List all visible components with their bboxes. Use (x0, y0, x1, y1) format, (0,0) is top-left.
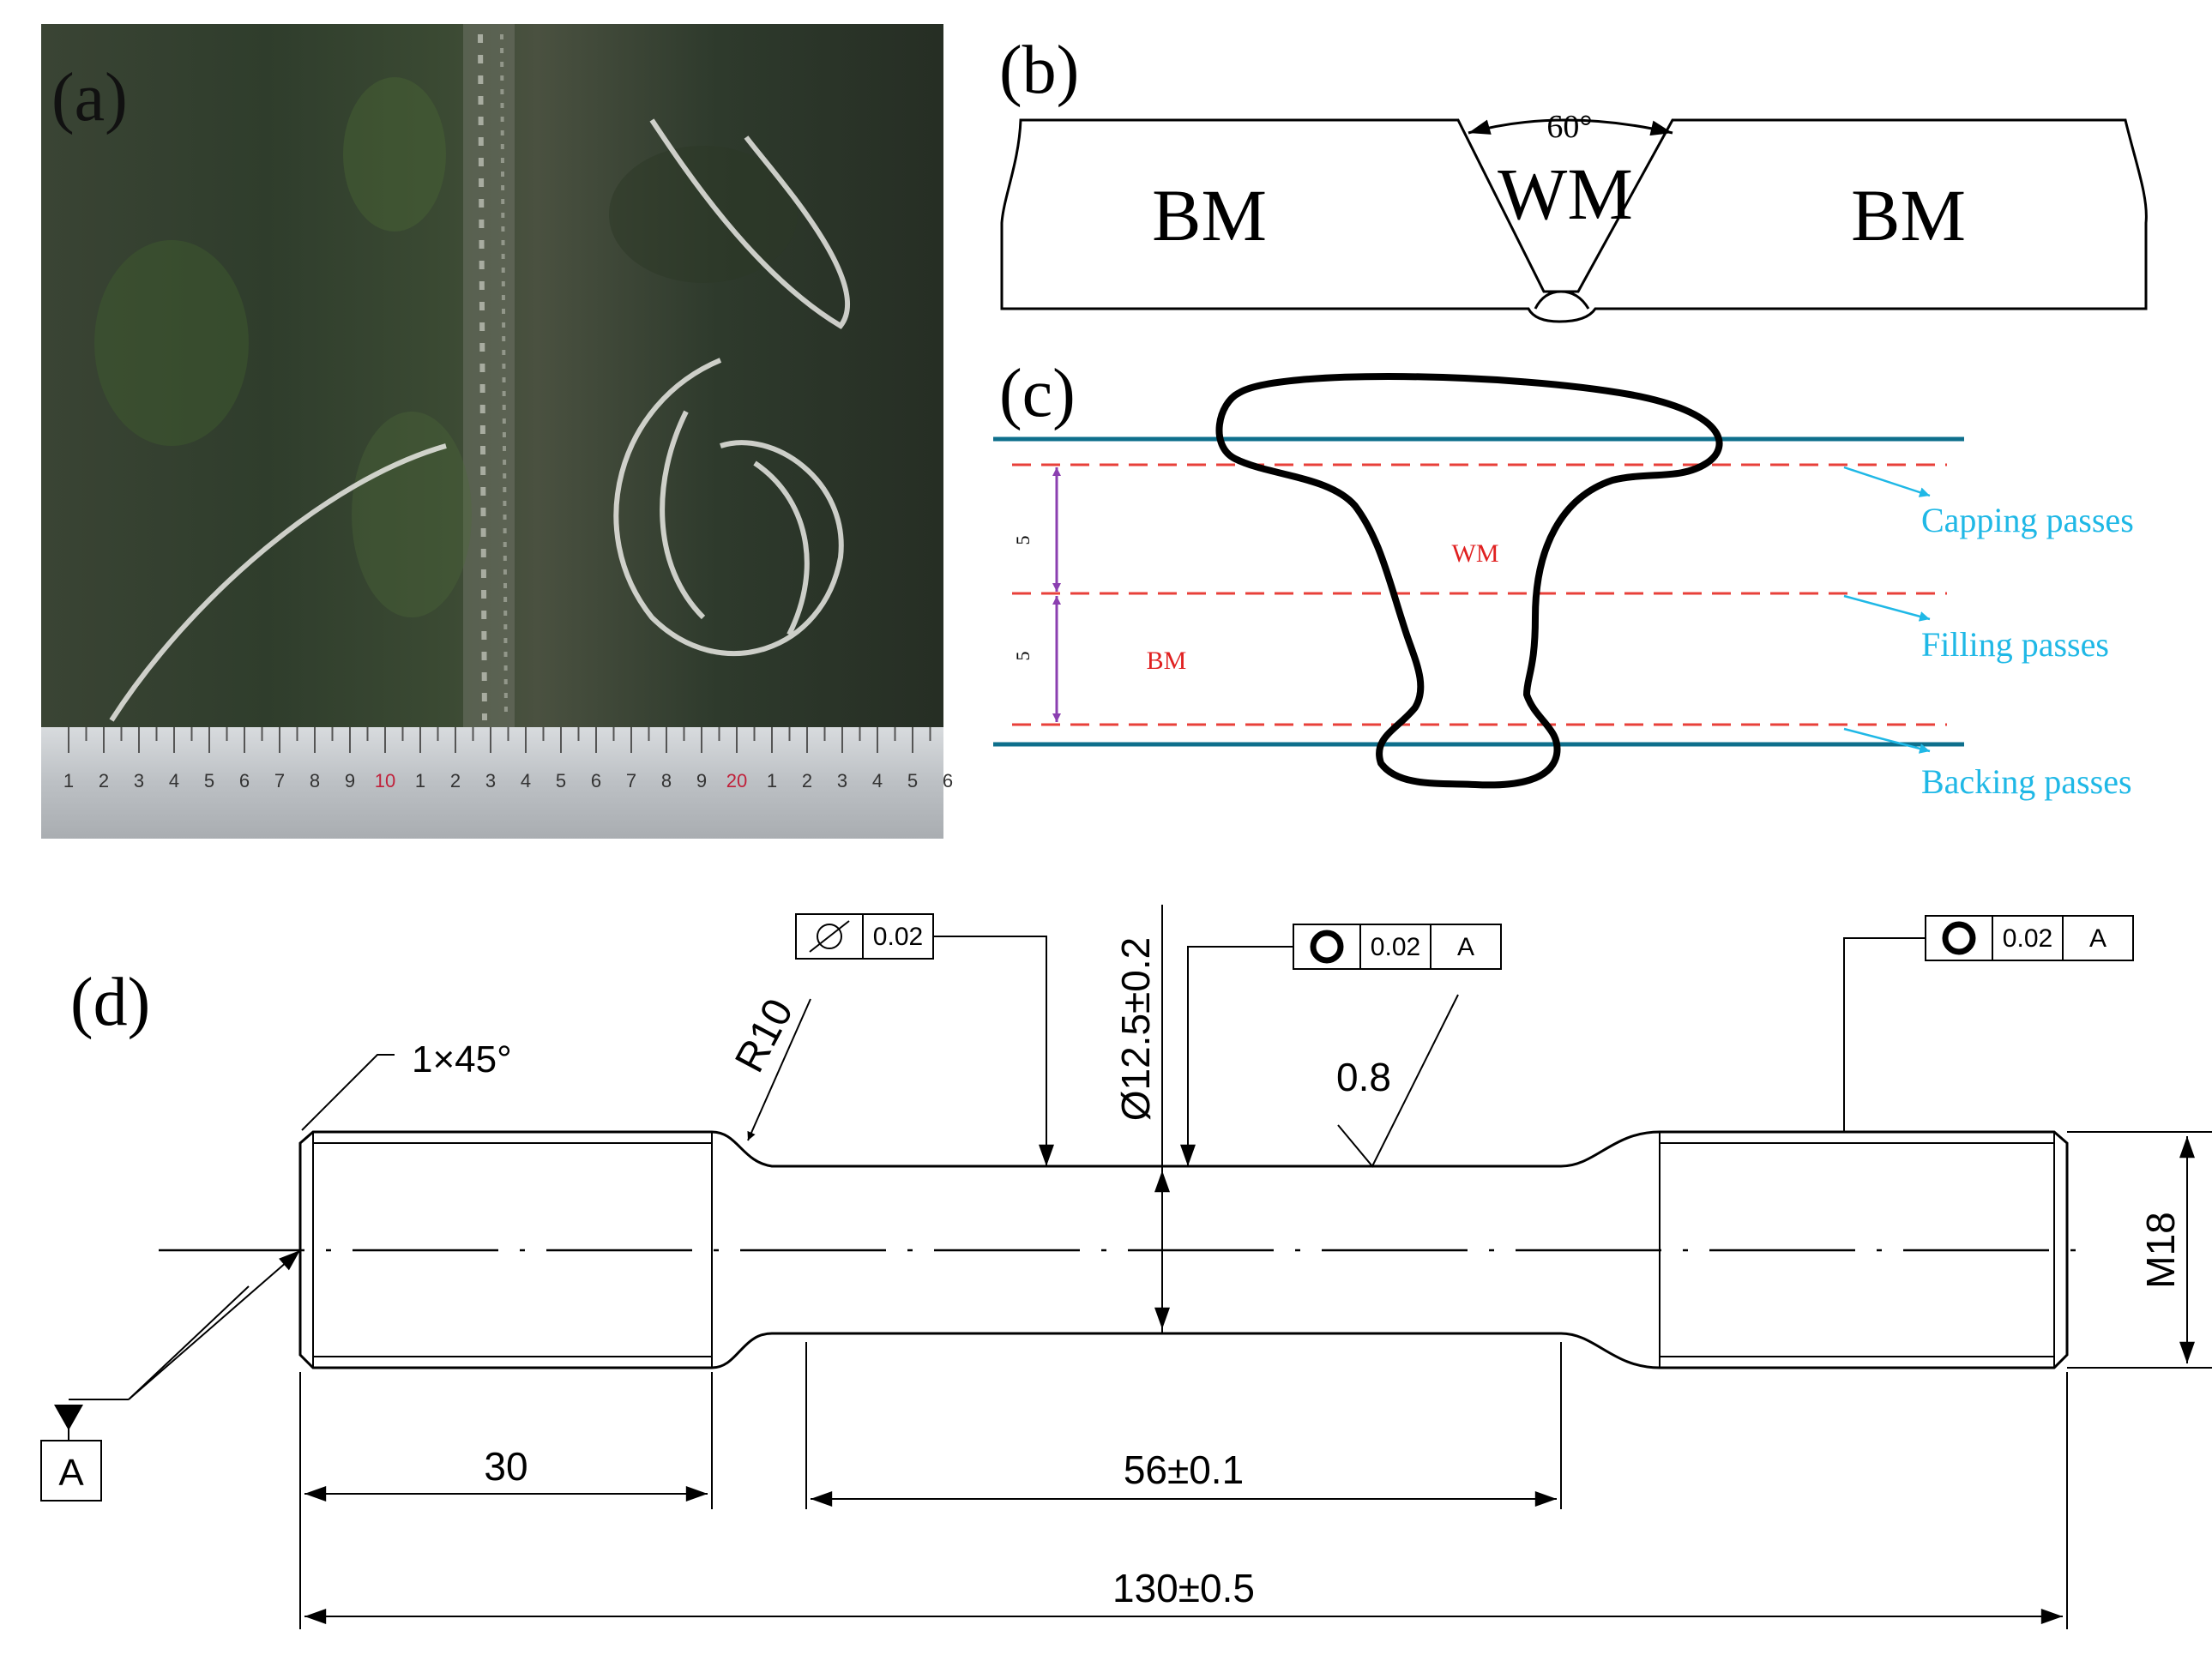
dim-upper-label: 5 (1012, 536, 1034, 545)
total-length-label: 130±0.5 (1112, 1566, 1255, 1610)
backing-label: Backing passes (1921, 762, 2132, 801)
thread-label: M18 (2138, 1212, 2183, 1288)
ruler-number: 2 (450, 770, 461, 791)
ruler-number: 7 (626, 770, 636, 791)
ruler-number: 2 (99, 770, 109, 791)
fcf-3-datum: A (2089, 924, 2107, 953)
roughness-symbol (1337, 994, 1459, 1168)
concentricity-icon (1310, 930, 1344, 964)
diameter-label: Ø12.5±0.2 (1113, 937, 1158, 1122)
fcf-3: 0.02 A (1843, 915, 2134, 1132)
ruler-number: 1 (767, 770, 777, 791)
datum-leader (128, 1249, 301, 1400)
root-gap (1534, 290, 1590, 310)
ruler-number: 6 (591, 770, 601, 791)
ruler-number: 2 (802, 770, 812, 791)
ruler-numbers: 1 2 3 4 5 6 7 8 9 10 1 2 3 4 5 6 7 8 9 20 1 2 3 4 5 6 (63, 770, 953, 791)
angle-label: 60° (1546, 109, 1592, 145)
capping-leader (1843, 466, 1931, 497)
chalk-markings (109, 118, 850, 722)
panel-b-groove: (b) 60° BM WM BM (999, 33, 2148, 323)
ruler-number: 5 (907, 770, 918, 791)
filling-label: Filling passes (1921, 625, 2109, 664)
ruler-number: 5 (556, 770, 566, 791)
backing-leader (1843, 727, 1931, 754)
fcf-2-tolerance: 0.02 (1371, 933, 1420, 961)
ruler-number: 7 (274, 770, 285, 791)
roughness-label: 0.8 (1336, 1055, 1391, 1099)
wm-label: WM (1498, 153, 1633, 235)
angle-arc (1468, 118, 1673, 136)
dim-lower-label: 5 (1012, 652, 1034, 661)
ruler-number: 8 (661, 770, 672, 791)
bm-right-label: BM (1851, 174, 1966, 256)
panel-a-photo: 1 2 3 4 5 6 7 8 9 10 1 2 3 4 5 6 7 8 9 20 1 2 3 4 5 6 (a) (41, 24, 953, 839)
ruler-number: 1 (63, 770, 74, 791)
ruler-number: 6 (239, 770, 250, 791)
ruler-number: 4 (872, 770, 883, 791)
wm-section-label: WM (1452, 539, 1499, 568)
ruler-number: 5 (204, 770, 214, 791)
panel-label-a: (a) (51, 60, 128, 135)
datum-box (40, 1440, 102, 1502)
ruler-number: 9 (345, 770, 355, 791)
ruler-number: 8 (310, 770, 320, 791)
gauge-length-label: 56±0.1 (1124, 1447, 1244, 1492)
fcf-2: 0.02 A (1180, 924, 1502, 1167)
filling-leader (1843, 594, 1931, 622)
radius-label: R10 (726, 991, 802, 1080)
ruler-number: 6 (943, 770, 953, 791)
chamfer-leader (301, 1054, 395, 1131)
fcf-1: 0.02 (795, 913, 1054, 1167)
weld-bead (463, 24, 515, 727)
panel-label-b: (b) (999, 33, 1079, 108)
chamfer-label: 1×45° (412, 1038, 512, 1080)
bm-left-label: BM (1152, 174, 1267, 256)
panel-c-section: (c) 5 5 WM BM Capping passes Filling pas… (993, 356, 2134, 801)
ruler-number: 3 (134, 770, 144, 791)
ruler-ticks (68, 727, 931, 753)
bm-section-label: BM (1147, 647, 1187, 675)
panel-label-c: (c) (999, 356, 1076, 431)
fcf-1-tolerance: 0.02 (873, 923, 923, 951)
cylindricity-icon (817, 924, 842, 949)
panel-d-drawing: (d) Ø12.5±0.2 R10 1×45° 0.02 (40, 905, 2212, 1629)
ruler-number: 4 (169, 770, 179, 791)
groove-outline (1000, 118, 2148, 323)
pass-dividers (1012, 463, 1947, 726)
capping-label: Capping passes (1921, 501, 2134, 539)
ruler (41, 727, 943, 839)
ruler-number: 3 (485, 770, 496, 791)
weld-profile (1215, 373, 1723, 789)
ruler-number: 9 (696, 770, 707, 791)
datum-triangle (54, 1405, 83, 1430)
fcf-2-datum: A (1457, 933, 1474, 961)
ruler-number: 3 (837, 770, 847, 791)
panel-label-d: (d) (70, 965, 150, 1040)
fcf-3-tolerance: 0.02 (2003, 924, 2052, 953)
ruler-number: 20 (726, 770, 747, 791)
radius-leader (747, 998, 811, 1141)
ruler-number: 10 (375, 770, 395, 791)
ruler-number: 1 (415, 770, 425, 791)
grip-length-label: 30 (484, 1444, 527, 1489)
datum-label: A (58, 1452, 84, 1494)
specimen-outline (298, 1130, 2069, 1369)
ruler-number: 4 (521, 770, 531, 791)
concentricity-icon (1942, 921, 1976, 955)
